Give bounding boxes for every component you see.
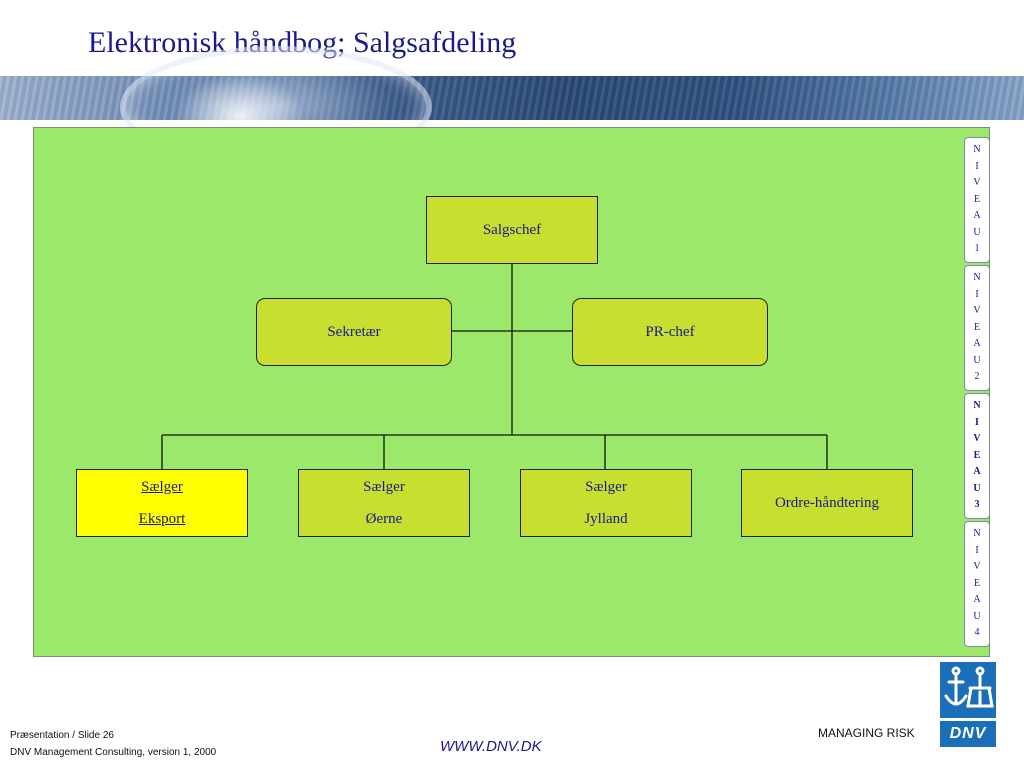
anchor-emblem-icon: [940, 662, 996, 718]
node-pr-chef[interactable]: PR-chef: [572, 298, 768, 366]
slide-number: Præsentation / Slide 26: [10, 730, 114, 741]
dnv-logo: DNV: [940, 662, 996, 747]
website-link[interactable]: WWW.DNV.DK: [440, 738, 542, 755]
saelger-eksport-link-line2[interactable]: Eksport: [138, 511, 186, 527]
company-version: DNV Management Consulting, version 1, 20…: [10, 747, 217, 758]
node-salgschef[interactable]: Salgschef: [426, 196, 598, 264]
node-sekretaer[interactable]: Sekretær: [256, 298, 452, 366]
node-saelger-eksport[interactable]: Sælger Eksport: [76, 469, 248, 537]
node-ordre-haandtering[interactable]: Ordre-håndtering: [741, 469, 913, 537]
dnv-wordmark: DNV: [940, 721, 996, 747]
tagline: MANAGING RISK: [818, 726, 915, 740]
header-banner-image: [0, 46, 1024, 168]
saelger-eksport-link-line1[interactable]: Sælger: [141, 479, 183, 495]
node-saelger-oerne[interactable]: Sælger Øerne: [298, 469, 470, 537]
node-saelger-jylland[interactable]: Sælger Jylland: [520, 469, 692, 537]
